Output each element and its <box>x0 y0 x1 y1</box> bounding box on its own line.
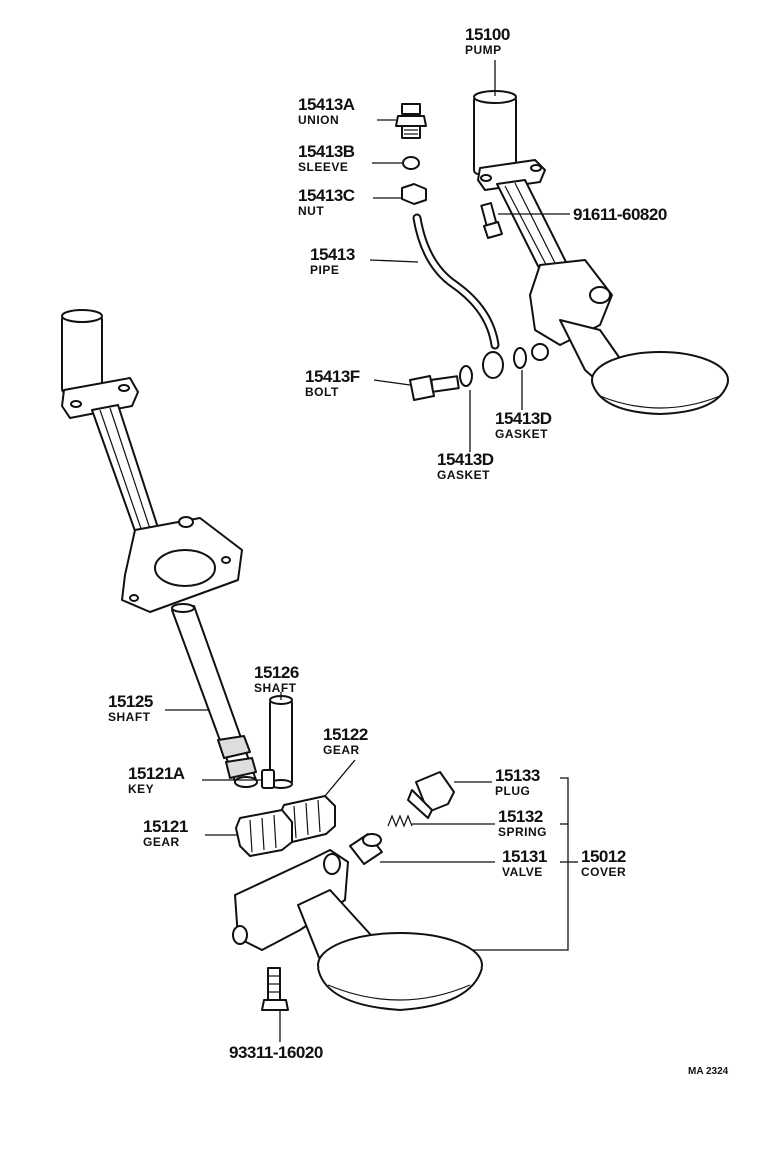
pump-assembly-drawing <box>473 90 729 415</box>
label-15122: 15122 GEAR <box>323 726 368 756</box>
part-number: 15413B <box>298 142 355 161</box>
nut-drawing <box>401 183 427 205</box>
label-15125: 15125 SHAFT <box>108 693 153 723</box>
sleeve-drawing <box>402 156 420 170</box>
part-name: VALVE <box>502 865 543 879</box>
part-number: 15413F <box>305 367 360 386</box>
diagram-reference: MA 2324 <box>688 1066 729 1077</box>
part-number: 15133 <box>495 766 540 785</box>
part-number: 15121A <box>128 764 185 783</box>
part-name: PUMP <box>465 43 502 57</box>
union-bolt-drawing <box>409 375 460 401</box>
label-15413d-upper: 15413D GASKET <box>495 410 552 440</box>
part-name: GASKET <box>437 468 491 482</box>
plug-drawing <box>407 771 455 819</box>
label-15131: 15131 VALVE <box>502 848 547 878</box>
part-name: PIPE <box>310 263 340 277</box>
part-name: PLUG <box>495 784 531 798</box>
label-15413a: 15413A UNION <box>298 96 355 126</box>
label-93311: 93311-16020 <box>229 1044 323 1061</box>
drive-shaft-drawing <box>171 603 258 788</box>
part-number: 15100 <box>465 25 510 44</box>
label-15012: 15012 COVER <box>581 848 626 878</box>
label-91611: 91611-60820 <box>573 206 667 223</box>
cover-strainer-drawing <box>232 849 483 1011</box>
part-name: GEAR <box>143 835 180 849</box>
label-15413: 15413 PIPE <box>310 246 355 276</box>
part-number: 15132 <box>498 807 543 826</box>
label-15132: 15132 SPRING <box>498 808 547 838</box>
part-number: 93311-16020 <box>229 1043 323 1062</box>
part-number: 15413C <box>298 186 355 205</box>
part-name: SLEEVE <box>298 160 349 174</box>
cover-bolt-drawing <box>261 967 289 1011</box>
label-15126: 15126 SHAFT <box>254 664 299 694</box>
leader-15413 <box>369 259 419 263</box>
part-number: 15121 <box>143 817 188 836</box>
part-name: SHAFT <box>108 710 151 724</box>
part-name: SHAFT <box>254 681 297 695</box>
pump-body-drawing <box>61 309 243 613</box>
part-name: UNION <box>298 113 340 127</box>
part-name: GASKET <box>495 427 549 441</box>
part-name: COVER <box>581 865 627 879</box>
gasket-2-drawing <box>513 347 527 369</box>
relief-valve-drawing <box>349 833 383 865</box>
part-name: KEY <box>128 782 155 796</box>
leader-15413f <box>373 379 411 386</box>
part-number: 15012 <box>581 847 626 866</box>
label-15100: 15100 PUMP <box>465 26 510 56</box>
part-name: NUT <box>298 204 325 218</box>
gasket-1-drawing <box>459 365 473 387</box>
part-number: 15413 <box>310 245 355 264</box>
pipe-eye-drawing <box>482 351 504 379</box>
label-15121: 15121 GEAR <box>143 818 188 848</box>
part-number: 15413A <box>298 95 355 114</box>
union-drawing <box>395 103 427 139</box>
bracket-15012 <box>472 777 569 951</box>
key-drawing <box>261 769 275 789</box>
part-name: GEAR <box>323 743 360 757</box>
part-name: SPRING <box>498 825 548 839</box>
small-bolt-drawing <box>480 202 503 239</box>
part-number: 15126 <box>254 663 299 682</box>
label-15413b: 15413B SLEEVE <box>298 143 355 173</box>
label-15413f: 15413F BOLT <box>305 368 360 398</box>
leader-15122 <box>324 759 356 797</box>
label-15413c: 15413C NUT <box>298 187 355 217</box>
part-number: 15131 <box>502 847 547 866</box>
label-15133: 15133 PLUG <box>495 767 540 797</box>
label-15413d-lower: 15413D GASKET <box>437 451 494 481</box>
label-15121a: 15121A KEY <box>128 765 185 795</box>
part-number: 15413D <box>495 409 552 428</box>
part-number: 15125 <box>108 692 153 711</box>
part-name: BOLT <box>305 385 339 399</box>
drive-gear-drawing <box>235 809 293 857</box>
part-number: 15413D <box>437 450 494 469</box>
spring-drawing <box>387 814 413 828</box>
part-number: 15122 <box>323 725 368 744</box>
part-number: 91611-60820 <box>573 205 667 224</box>
pipe-drawing <box>414 215 498 348</box>
